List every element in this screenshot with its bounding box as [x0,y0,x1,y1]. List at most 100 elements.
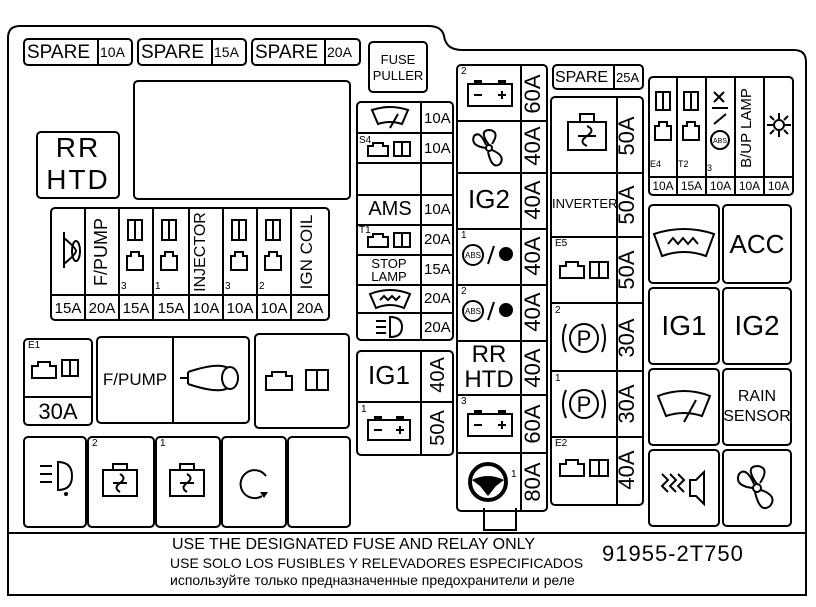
fuse-puller-label: FUSE PULLER [372,52,424,83]
left-amp-2: 20A [88,300,116,317]
top-right-tag-1: E4 [650,159,662,169]
svg-text:ABS: ABS [713,138,727,145]
svg-text:ABS: ABS [465,251,481,260]
e1-amp: 30A [38,399,78,424]
steering-wheel-icon [466,460,510,504]
empty-block [133,80,351,200]
center-amp-6: 40A [520,348,545,388]
battery-icon [466,410,514,438]
manual-icon [652,90,674,150]
ams-label: AMS [368,198,412,220]
abs-icon: ABS [460,298,513,324]
center-rrhtd-line1: RR [471,341,507,368]
inverter-label: INVERTER [552,196,618,211]
center-tab [482,508,518,534]
bottom-num-2: 1 [160,438,166,449]
left-num-2: 1 [155,281,161,292]
left-amp-3: 15A [122,300,150,317]
spare-fuse-2 [137,38,247,66]
stop-lamp-line1: STOP [371,256,407,271]
engine-relay [254,333,350,429]
left-amp-6: 10A [226,300,254,317]
spare-amp-1: 10A [100,44,125,60]
right-amp-3: 50A [614,250,639,290]
e5-tag: E5 [555,238,568,249]
center-ig2-label: IG2 [468,184,510,214]
e1-tag: E1 [28,340,41,351]
right-spare-amp: 25A [616,70,640,85]
speaker-relay [648,449,720,527]
center-num-3: 2 [461,286,467,297]
rr-htd-left-line1: RR [55,132,101,163]
mid-amp-7: 20A [424,319,451,336]
mid-amp-1: 10A [424,110,451,127]
left-amp-8: 20A [296,300,324,317]
right-spare-fuse [552,64,644,90]
center-amp-1: 60A [520,74,545,114]
headlamp-icon [36,456,78,496]
backup-lamp-vertical-label: B/UP LAMP [738,88,755,168]
left-num-4: 2 [259,281,265,292]
center-num-4: 3 [461,396,467,407]
speaker-icon [658,466,710,510]
spare-amp-2: 15A [214,44,239,60]
rr-htd-relay-left [36,131,120,199]
left-amp-4: 15A [157,300,185,317]
footer-russian: используйте только предназначенные предо… [170,572,575,588]
top-right-tag-2: T2 [678,159,689,169]
ig1-amp-1: 40A [427,357,449,393]
right-spare-label: SPARE [555,69,609,86]
ign-coil-vertical-label: IGN COIL [297,214,316,290]
abs-icon: ABS [708,88,732,158]
center-amp-3: 40A [520,180,545,220]
part-number: 91955-2T750 [602,541,744,566]
engine-icon [30,356,82,382]
stop-lamp-line2: LAMP [371,269,407,284]
rr-htd-left-line2: HTD [46,164,110,195]
left-amp-7: 10A [260,300,288,317]
rain-sensor-line1: RAIN [737,388,777,405]
fan-relay-right [722,449,792,527]
top-right-amp-3: 10A [709,179,732,193]
engine-icon [680,90,702,150]
parking-brake-icon: P [560,382,608,426]
e2-tag: E2 [555,438,568,449]
headlamp-relay [23,436,87,528]
wiper-icon [368,106,412,130]
center-num-2: 1 [461,230,467,241]
ig1-relay [648,287,720,365]
defrost-relay [648,204,720,284]
t1-tag: T1 [359,225,371,236]
right-amp-4: 30A [614,318,639,358]
ig1-relay-label: IG1 [661,310,707,341]
defrost-icon [368,288,412,310]
fan-icon [99,462,141,502]
spare-amp-3: 20A [327,44,352,60]
center-fuse-column [456,64,548,512]
engine-icon [261,218,285,282]
left-amp-1: 15A [54,300,82,317]
recirculation-relay [221,436,287,528]
right-num-2: 1 [555,373,561,384]
parking-brake-icon: P [560,316,608,360]
horn-icon [178,360,244,396]
right-amp-2: 50A [614,185,639,225]
center-amp-8: 80A [520,462,545,502]
ig1-block-num: 1 [361,404,367,415]
engine-icon [366,140,416,160]
rain-sensor-relay [722,368,792,446]
svg-text:P: P [577,392,592,417]
fpump-relay-label: F/PUMP [102,370,168,389]
footer-english: USE THE DESIGNATED FUSE AND RELAY ONLY [172,536,536,553]
engine-icon [366,231,416,251]
left-fuse-block [50,207,330,321]
right-num-1: 2 [555,305,561,316]
s4-tag: S4 [359,135,372,146]
injector-vertical-label: INJECTOR [192,212,209,292]
top-right-amp-5: 10A [767,179,790,193]
engine-icon [558,456,614,480]
mid-amp-4: 20A [424,231,451,248]
empty-relay-bottom [287,436,351,528]
